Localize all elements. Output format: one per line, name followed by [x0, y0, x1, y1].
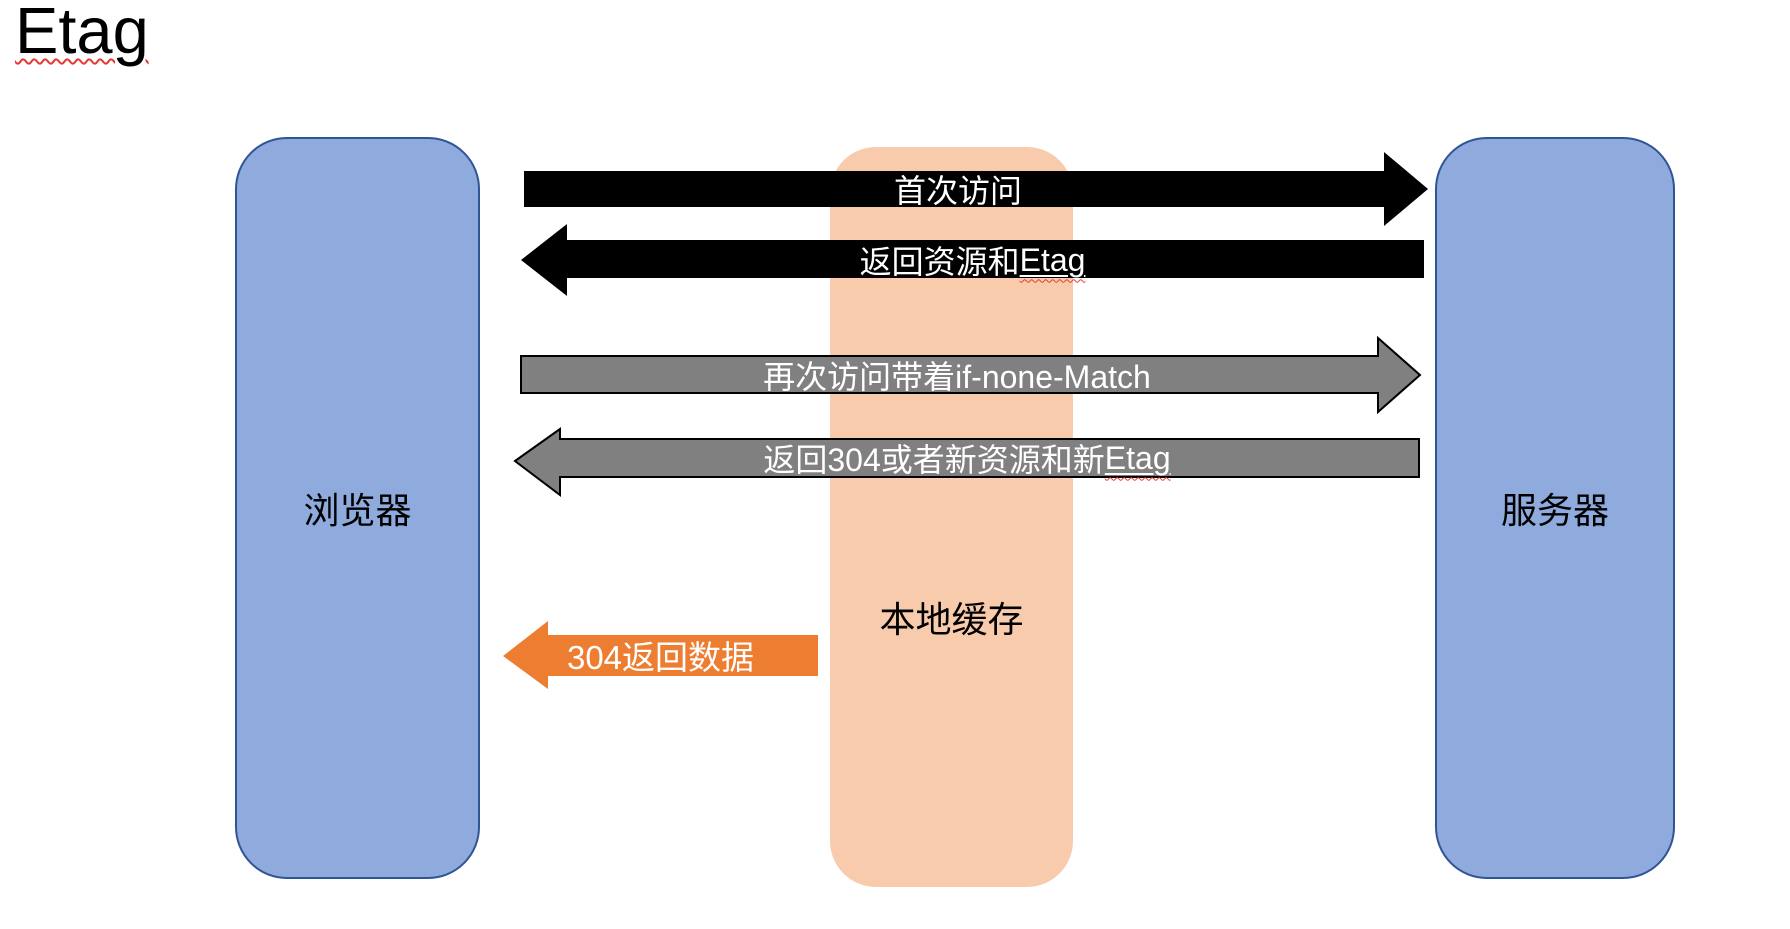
- arrow-return-304-or-new-etag: [513, 427, 1420, 497]
- arrow-revisit-if-none-match-shape: [520, 336, 1422, 414]
- arrow-first-visit-shape: [524, 152, 1428, 226]
- page-title: Etag: [15, 0, 149, 67]
- arrow-304-return-data-shape: [503, 621, 818, 689]
- cache-node-label: 本地缓存: [879, 599, 1024, 640]
- arrow-304-return-data: [503, 621, 818, 689]
- browser-node: 浏览器: [235, 137, 480, 879]
- arrow-return-resource-etag: [521, 224, 1424, 296]
- arrow-revisit-if-none-match: [520, 336, 1422, 414]
- arrow-first-visit: [524, 152, 1428, 226]
- server-node: 服务器: [1435, 137, 1675, 879]
- server-node-label: 服务器: [1500, 490, 1609, 531]
- arrow-return-304-or-new-etag-shape: [513, 427, 1420, 497]
- arrow-return-resource-etag-shape: [521, 224, 1424, 296]
- browser-node-label: 浏览器: [303, 490, 412, 531]
